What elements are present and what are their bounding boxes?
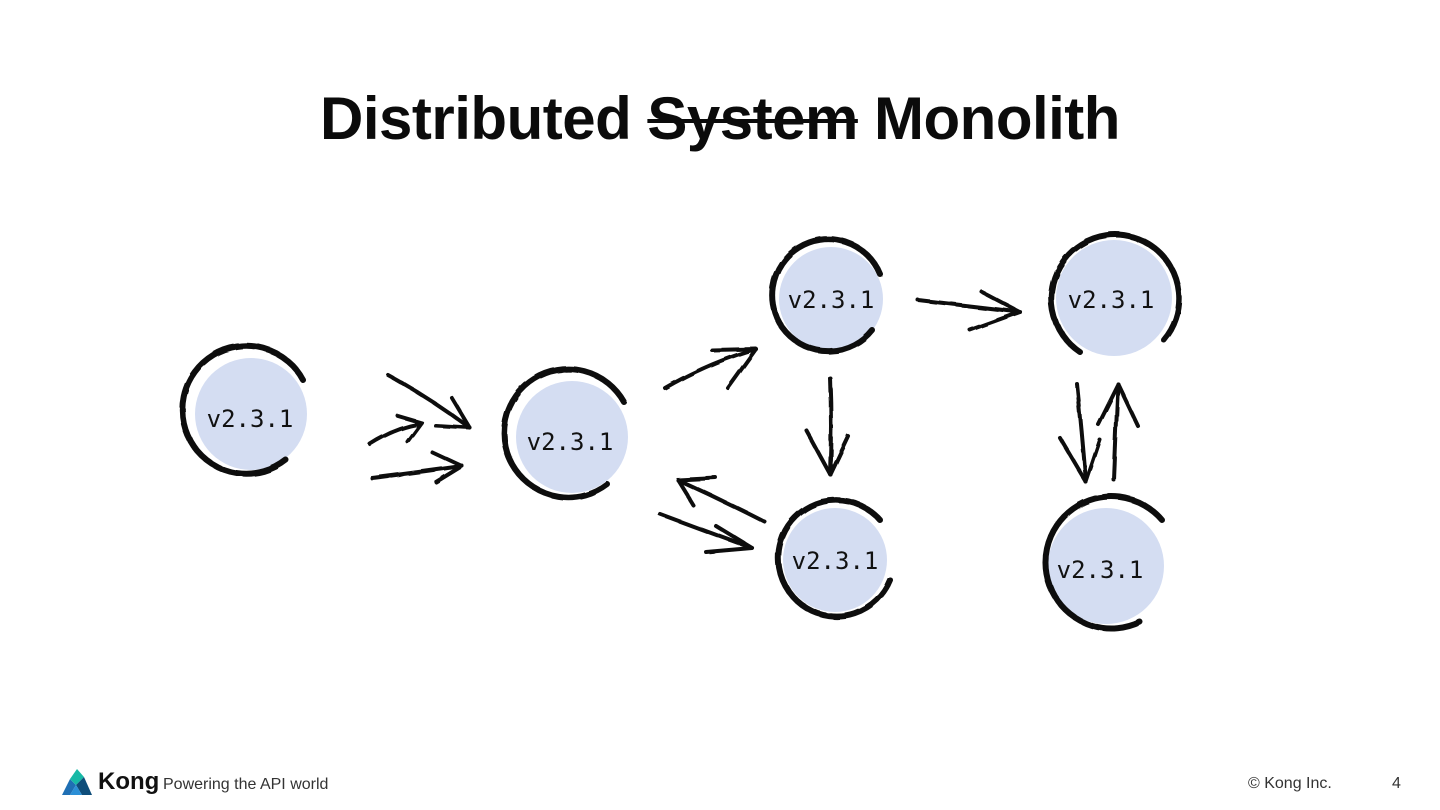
title-word-distributed: Distributed (320, 85, 632, 152)
arrow-input-3 (370, 450, 464, 484)
kong-logo-icon (62, 769, 92, 795)
node-4-label: v2.3.1 (1068, 286, 1155, 314)
node-1-label: v2.3.1 (207, 405, 294, 433)
arrow-n2-n3 (663, 347, 758, 390)
arrow-n2-n5 (658, 512, 754, 554)
node-3: v2.3.1 (769, 236, 883, 355)
node-3-label: v2.3.1 (788, 286, 875, 314)
title-word-monolith: Monolith (874, 85, 1120, 152)
slide-title: Distributed System Monolith (0, 84, 1440, 153)
node-4: v2.3.1 (1048, 231, 1183, 356)
arrow-input-1 (386, 373, 472, 430)
node-2: v2.3.1 (501, 366, 628, 501)
arrow-n6-n4 (1096, 382, 1140, 482)
node-1: v2.3.1 (179, 342, 307, 477)
node-6: v2.3.1 (1042, 493, 1165, 632)
node-5-label: v2.3.1 (792, 547, 879, 575)
arrow-n3-n5 (804, 376, 850, 476)
node-5: v2.3.1 (775, 497, 893, 620)
arrow-n4-n6 (1058, 382, 1102, 484)
arrow-input-2 (368, 414, 424, 446)
footer-tagline: Powering the API world (163, 776, 329, 793)
arrow-n3-n4 (916, 290, 1022, 332)
footer-brand: Kong (98, 768, 160, 795)
page-number: 4 (1392, 775, 1401, 792)
arrow-n5-n2 (676, 476, 767, 524)
footer-copyright: © Kong Inc. (1248, 775, 1332, 792)
footer-logo: Kong (60, 767, 159, 797)
title-word-struck: System (647, 85, 858, 152)
node-6-label: v2.3.1 (1057, 556, 1144, 584)
node-2-label: v2.3.1 (527, 428, 614, 456)
